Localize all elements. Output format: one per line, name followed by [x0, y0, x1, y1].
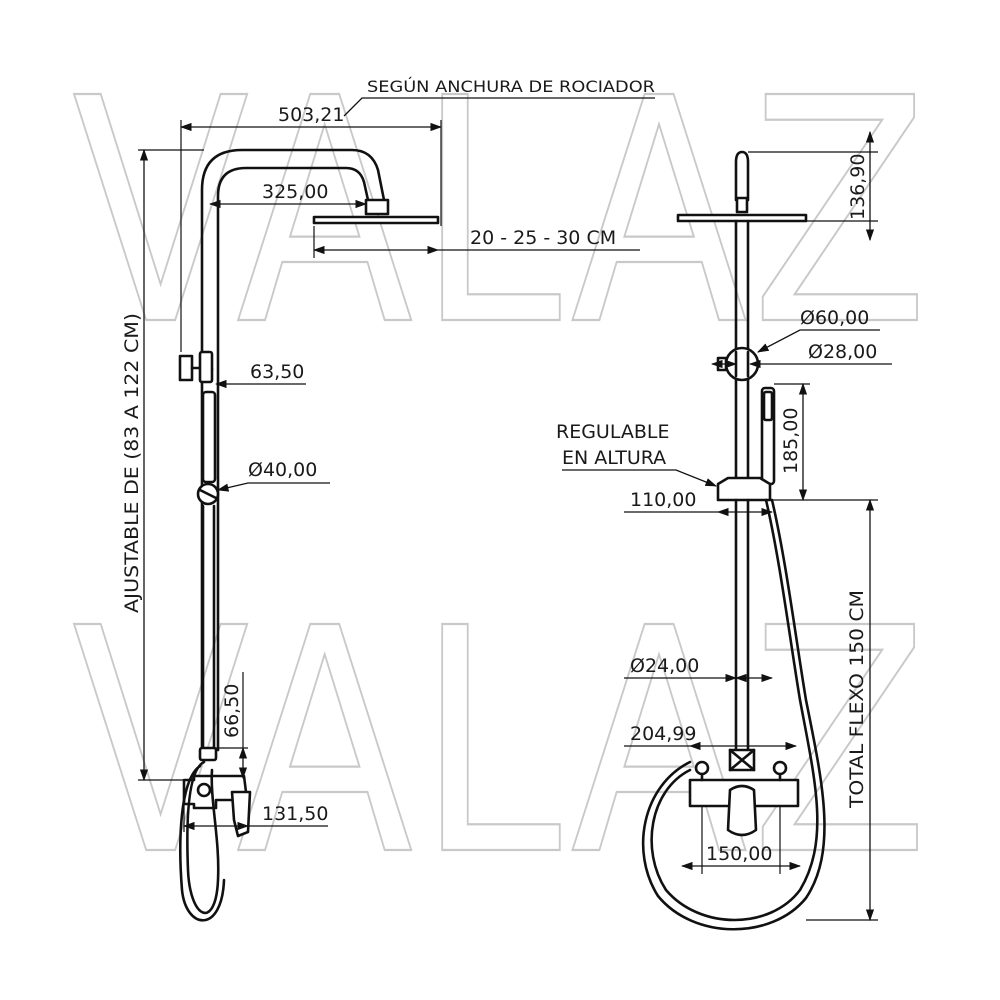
upper-wall-bracket	[178, 354, 194, 382]
riser-pipe	[200, 148, 386, 752]
watermark-text-top: VALAZ	[72, 33, 932, 394]
rain-shower-head-front	[676, 213, 808, 223]
bracket-clamp	[198, 350, 214, 384]
slide-rail	[201, 390, 217, 484]
hose-front	[641, 498, 826, 931]
lower-pipe	[201, 504, 216, 752]
slider-holder	[716, 476, 772, 502]
note-regulable-leader	[562, 469, 718, 487]
head-connector	[364, 198, 390, 216]
upper-pipe-front	[734, 150, 750, 202]
dim-pipe-upper-text: Ø28,00	[808, 341, 877, 363]
dim-head-size-text: 20 - 25 - 30 CM	[470, 227, 616, 249]
hand-shower-head	[762, 390, 774, 422]
side-view-dimensions: SEGÚN ANCHURA DE ROCIADOR 503,21 325,00 …	[121, 77, 655, 832]
dim-mixer-width-text: 204,99	[630, 723, 696, 745]
dim-hose-total-text: TOTAL FLEXO 150 CM	[846, 590, 868, 809]
slide-holder-slot	[198, 488, 218, 500]
dim-wall-plate-text: Ø60,00	[800, 307, 869, 329]
dim-wall-plate-line	[756, 329, 880, 353]
mixer-nut-right	[772, 760, 788, 776]
front-view-dimensions: 136,90 Ø60,00 Ø28,00 185,00 REGULABLE EN…	[556, 130, 892, 922]
dim-bracket-text: 63,50	[250, 361, 304, 383]
dim-slider-text: 110,00	[630, 489, 696, 511]
diverter-cross	[728, 748, 756, 772]
lower-pipe-front	[734, 498, 750, 752]
note-regulable-line1: REGULABLE	[556, 421, 669, 443]
mixer-lever-front	[726, 784, 758, 837]
dim-handshower-text: 185,00	[780, 408, 802, 474]
dim-adjustable-text: AJUSTABLE DE (83 A 122 CM)	[121, 313, 143, 613]
mixer-nut	[196, 782, 212, 798]
note-regulable-line2: EN ALTURA	[562, 447, 666, 469]
dim-arm-inner-text: 325,00	[262, 181, 328, 203]
dim-mixer-depth-text: 131,50	[262, 803, 328, 825]
dim-pipe-lower-text: Ø24,00	[630, 655, 699, 677]
mixer-nut-left	[694, 760, 710, 776]
diverter	[198, 746, 218, 762]
front-view	[641, 150, 826, 931]
mixer-connectors	[700, 772, 782, 782]
note-sprayer-width: SEGÚN ANCHURA DE ROCIADOR	[367, 77, 655, 96]
head-connector-front	[735, 196, 749, 214]
dim-holder-line	[216, 482, 330, 492]
note-sprayer-width-leader	[343, 97, 655, 117]
dim-outlet-text: 66,50	[221, 684, 243, 738]
dim-holder-text: Ø40,00	[248, 459, 317, 481]
dim-arm-width-text: 503,21	[278, 104, 344, 126]
dim-connection-text: 150,00	[706, 843, 772, 865]
dim-top-height-text: 136,90	[847, 154, 869, 220]
rain-shower-head	[312, 215, 440, 225]
